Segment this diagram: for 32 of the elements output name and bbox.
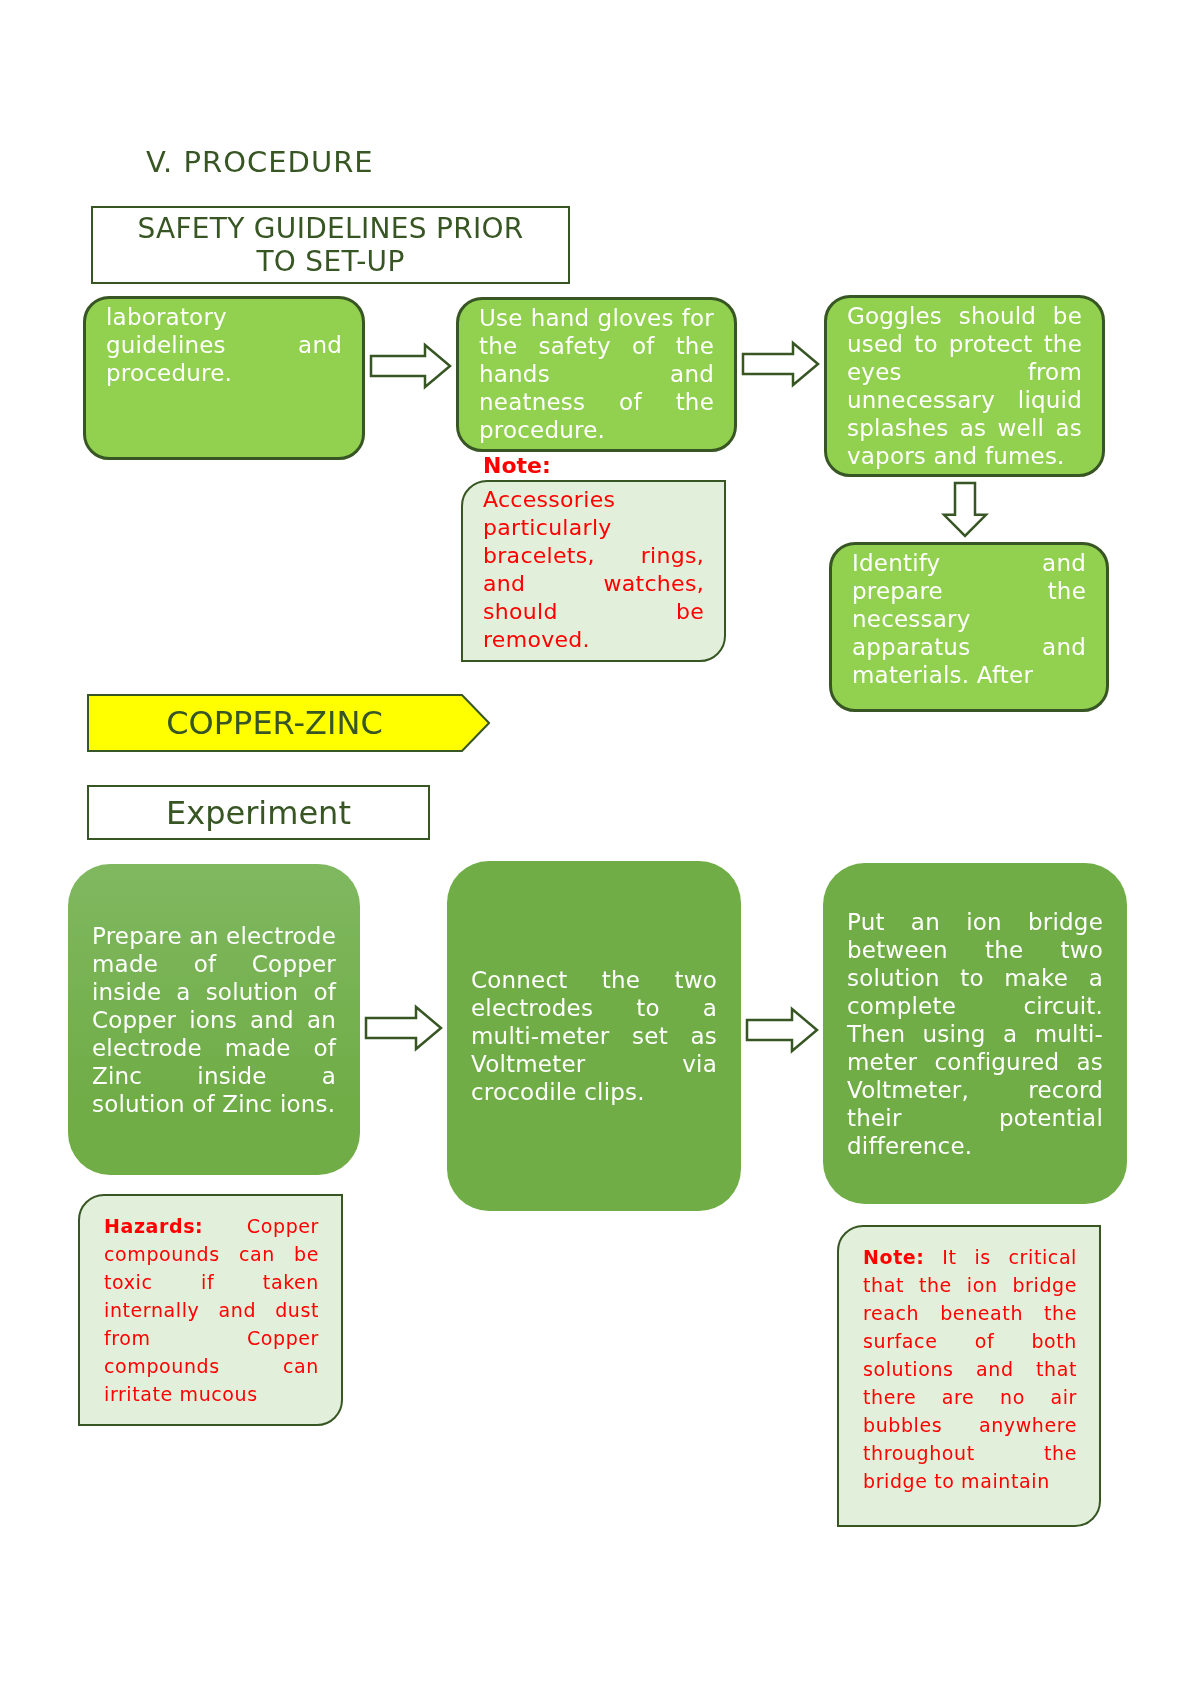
section-banner <box>87 694 490 752</box>
heading-box <box>87 785 430 840</box>
heading-text: Experiment <box>166 793 351 832</box>
block-arrow <box>745 1006 819 1054</box>
page-title: V. PROCEDURE <box>146 144 374 180</box>
step-text: Goggles should be used to protect the eyes from unnecessary liquid splashes as well as vapors and fumes. <box>847 302 1082 470</box>
note-box <box>78 1194 343 1426</box>
step-box <box>829 542 1109 712</box>
heading-text: SAFETY GUIDELINES PRIOR TO SET-UP <box>136 212 525 278</box>
block-arrow <box>941 481 989 538</box>
note-box <box>837 1225 1101 1527</box>
step-text: laboratory guidelines and procedure. <box>106 303 342 387</box>
step-box <box>447 861 741 1211</box>
block-arrow <box>369 342 452 390</box>
heading-box <box>91 206 570 284</box>
step-text: Connect the two electrodes to a multi-meter set as Voltmeter via crocodile clips. <box>471 966 717 1106</box>
step-box <box>456 297 737 452</box>
step-box <box>824 295 1105 477</box>
block-arrow <box>364 1004 443 1052</box>
step-text: Use hand gloves for the safety of the hands and neatness of the procedure. <box>479 304 714 444</box>
block-arrow <box>741 340 820 388</box>
note-text: Note: It is critical that the ion bridge reach beneath the surface of both solutions and that there are no air bubbles anywhere throughout the bridge to maintain <box>863 1245 1077 1494</box>
step-text: Put an ion bridge between the two solution to make a complete circuit. Then using a multi-meter configured as Voltmeter, record their potential difference. <box>847 907 1103 1160</box>
note-text: Accessories particularly bracelets, rings, and watches, should be removed. <box>483 486 704 654</box>
step-box <box>83 296 365 460</box>
step-text: Identify and prepare the necessary apparatus and materials. After <box>852 549 1086 689</box>
step-box <box>823 863 1127 1204</box>
step-text: Prepare an electrode made of Copper inside a solution of Copper ions and an electrode made of Zinc inside a solution of Zinc ions. <box>92 921 336 1118</box>
banner-text: COPPER-ZINC <box>165 703 384 744</box>
note-text: Hazards: Copper compounds can be toxic if taken internally and dust from Copper compounds can irritate mucous <box>104 1214 319 1407</box>
note-heading: Note: <box>483 452 551 480</box>
step-box <box>68 864 360 1175</box>
